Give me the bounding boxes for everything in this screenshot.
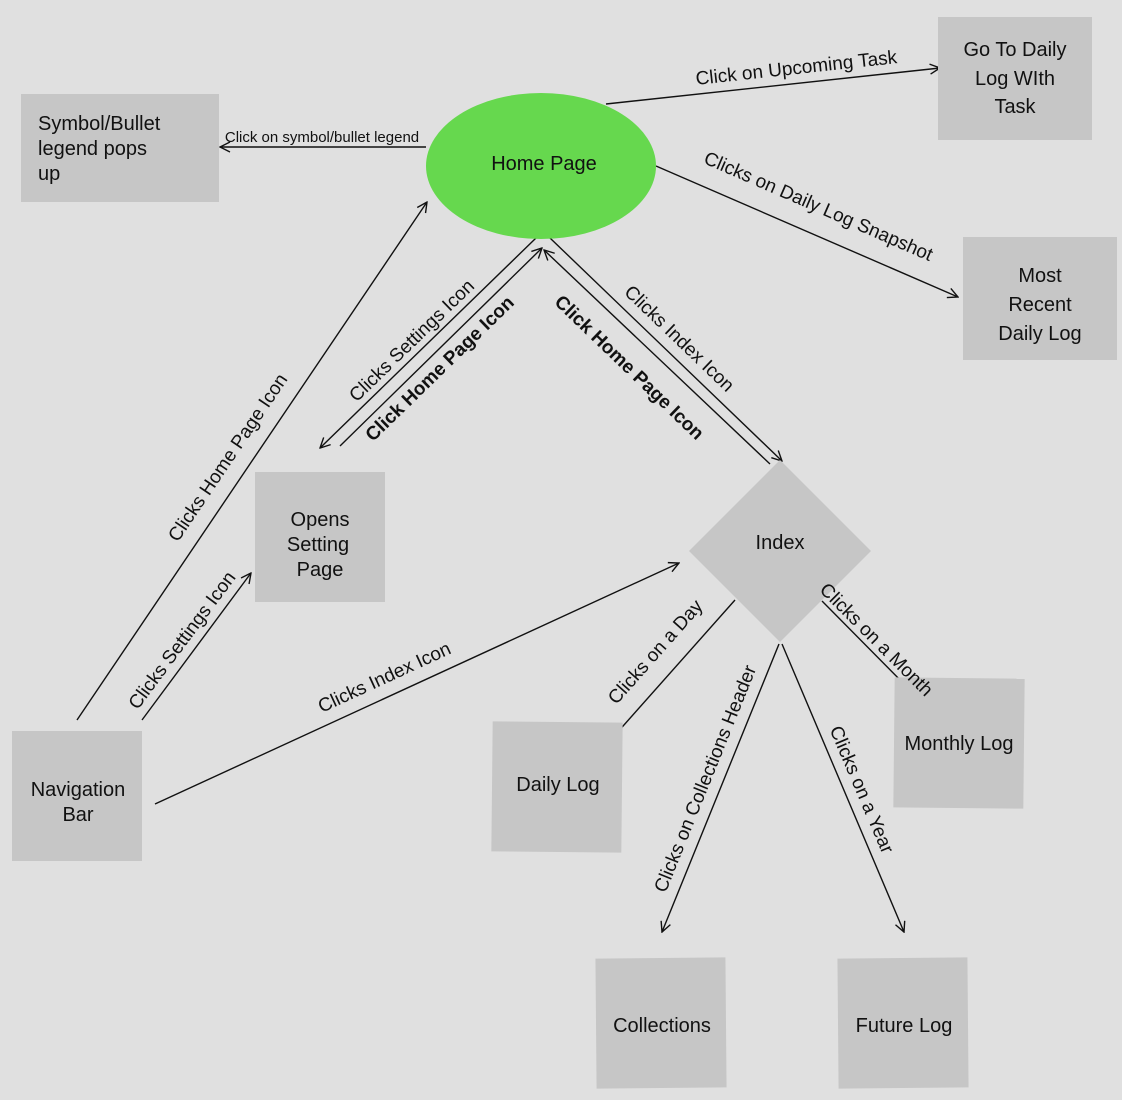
- node-setting-page-box: [255, 472, 385, 602]
- edge-line-home-from-index: [544, 250, 771, 465]
- node-index-shape: [689, 460, 871, 642]
- node-daily-log-task-label-2: Log WIth: [975, 68, 1055, 90]
- edge-line-settings-from-home: [320, 237, 537, 448]
- node-symbol-legend-label-1: Symbol/Bullet: [38, 113, 161, 135]
- node-index-label: Index: [756, 532, 805, 554]
- node-symbol-legend-label-3: up: [38, 163, 60, 185]
- edge-line-collections-header: [662, 643, 780, 932]
- node-daily-log-task-label-3: Task: [994, 96, 1036, 118]
- node-future-log-label: Future Log: [856, 1015, 953, 1037]
- edge-label-legend: Click on symbol/bullet legend: [225, 129, 419, 146]
- node-setting-page-label-1: Opens: [291, 509, 350, 531]
- edge-line-daily-snapshot: [655, 165, 958, 297]
- edge-line-day: [608, 599, 736, 743]
- node-collections-label: Collections: [613, 1015, 711, 1037]
- node-future-log-box: [837, 957, 969, 1089]
- node-collections-box: [595, 957, 727, 1089]
- edge-line-nav-home: [76, 202, 427, 721]
- node-symbol-legend-box: [21, 94, 219, 202]
- edge-line-year: [781, 643, 904, 932]
- node-recent-daily-log-label-3: Daily Log: [998, 323, 1081, 345]
- edge-line-index-from-home: [549, 237, 782, 461]
- node-daily-log-box: [491, 721, 623, 853]
- node-monthly-log-label: Monthly Log: [905, 733, 1014, 755]
- edge-line-nav-index: [154, 563, 679, 805]
- edge-line-home-from-settings: [339, 248, 542, 447]
- node-daily-log-label: Daily Log: [516, 774, 599, 796]
- node-recent-daily-log-label-2: Recent: [1008, 294, 1072, 316]
- node-home-page-label: Home Page: [491, 153, 597, 175]
- node-home-page-shape: [426, 93, 656, 239]
- edge-line-nav-settings: [141, 573, 251, 721]
- node-symbol-legend-label-2: legend pops: [38, 138, 147, 160]
- node-setting-page-label-3: Page: [297, 559, 344, 581]
- node-navigation-bar-label-2: Bar: [62, 804, 93, 826]
- node-setting-page-label-2: Setting: [287, 534, 349, 556]
- node-recent-daily-log-box: [963, 237, 1117, 360]
- edge-line-upcoming-task: [605, 68, 940, 105]
- node-recent-daily-log-label-1: Most: [1018, 265, 1062, 287]
- node-monthly-log-box: [893, 677, 1025, 809]
- node-navigation-bar-label-1: Navigation: [31, 779, 126, 801]
- node-daily-log-task-label-1: Go To Daily: [963, 39, 1066, 61]
- node-daily-log-task-box: [938, 17, 1092, 140]
- node-navigation-bar-box: [12, 731, 142, 861]
